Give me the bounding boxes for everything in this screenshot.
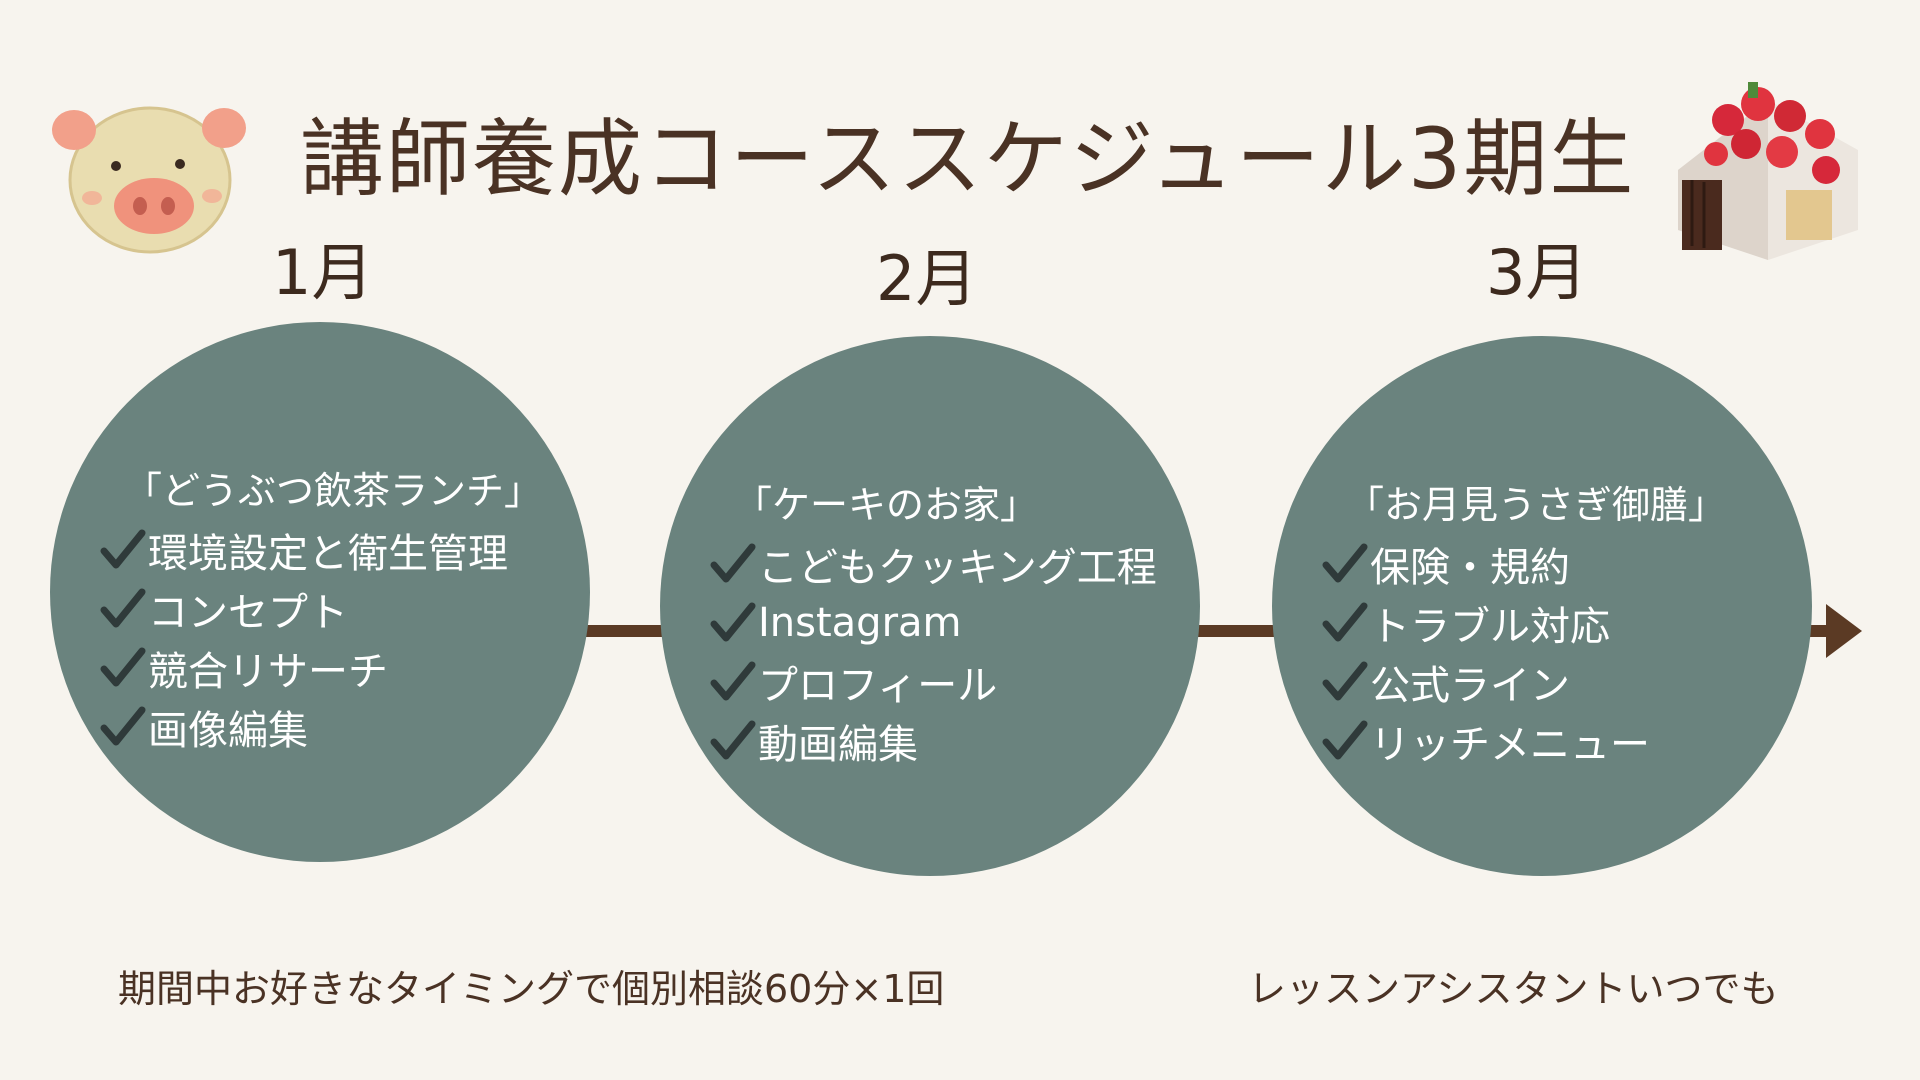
- pig-bun-image: [52, 88, 248, 256]
- list-item-label: 競合リサーチ: [148, 648, 388, 695]
- list-item: トラブル対応: [1322, 593, 1792, 652]
- arrow-right-icon: [1826, 604, 1862, 658]
- lesson-title: 「ケーキのお家」: [734, 483, 1039, 527]
- check-icon: [1322, 661, 1368, 700]
- list-item: 公式ライン: [1322, 652, 1792, 711]
- list-item-label: 環境設定と衛生管理: [148, 530, 508, 577]
- check-icon: [100, 647, 146, 686]
- check-icon: [1322, 720, 1368, 759]
- list-item-label: 画像編集: [148, 707, 308, 754]
- consultation-note: 期間中お好きなタイミングで個別相談60分×1回: [118, 967, 945, 1011]
- list-item: 動画編集: [710, 711, 1180, 770]
- check-icon: [1322, 602, 1368, 641]
- lesson-title: 「お月見うさぎ御膳」: [1346, 483, 1727, 527]
- list-item: リッチメニュー: [1322, 711, 1792, 770]
- list-item: こどもクッキング工程: [710, 534, 1180, 593]
- check-icon: [710, 661, 756, 700]
- list-item-label: リッチメニュー: [1370, 721, 1650, 768]
- page-title: 講師養成コーススケジュール3期生: [300, 110, 1636, 208]
- list-item: プロフィール: [710, 652, 1180, 711]
- list-item-label: Instagram: [758, 599, 962, 646]
- list-item-label: 動画編集: [758, 721, 918, 768]
- list-item-label: プロフィール: [758, 662, 998, 709]
- list-item-label: 保険・規約: [1370, 544, 1570, 591]
- list-item-label: コンセプト: [148, 589, 348, 636]
- list-item-label: こどもクッキング工程: [758, 544, 1157, 591]
- month-label-3: 3月: [1486, 236, 1588, 309]
- month-card-3: 「お月見うさぎ御膳」 保険・規約 トラブル対応 公式ライン リッチメニュー: [1272, 336, 1812, 876]
- list-item-label: 公式ライン: [1370, 662, 1570, 709]
- list-item: 競合リサーチ: [100, 638, 570, 697]
- lesson-title: 「どうぶつ飲茶ランチ」: [124, 469, 543, 513]
- list-item: Instagram: [710, 593, 1180, 652]
- check-icon: [100, 529, 146, 568]
- check-icon: [710, 602, 756, 641]
- month-card-2: 「ケーキのお家」 こどもクッキング工程 Instagram プロフィール 動画編…: [660, 336, 1200, 876]
- check-icon: [710, 720, 756, 759]
- assistant-note: レッスンアシスタントいつでも: [1248, 967, 1779, 1011]
- list-item: 画像編集: [100, 697, 570, 756]
- month-card-1: 「どうぶつ飲茶ランチ」 環境設定と衛生管理 コンセプト 競合リサーチ 画像編集: [50, 322, 590, 862]
- list-item: 保険・規約: [1322, 534, 1792, 593]
- month-label-2: 2月: [876, 242, 978, 315]
- list-item: 環境設定と衛生管理: [100, 520, 570, 579]
- check-icon: [710, 543, 756, 582]
- list-item: コンセプト: [100, 579, 570, 638]
- strawberry-cake-house-image: [1658, 60, 1872, 270]
- check-icon: [100, 588, 146, 627]
- check-icon: [1322, 543, 1368, 582]
- month-label-1: 1月: [272, 236, 374, 309]
- check-icon: [100, 706, 146, 745]
- list-item-label: トラブル対応: [1370, 603, 1610, 650]
